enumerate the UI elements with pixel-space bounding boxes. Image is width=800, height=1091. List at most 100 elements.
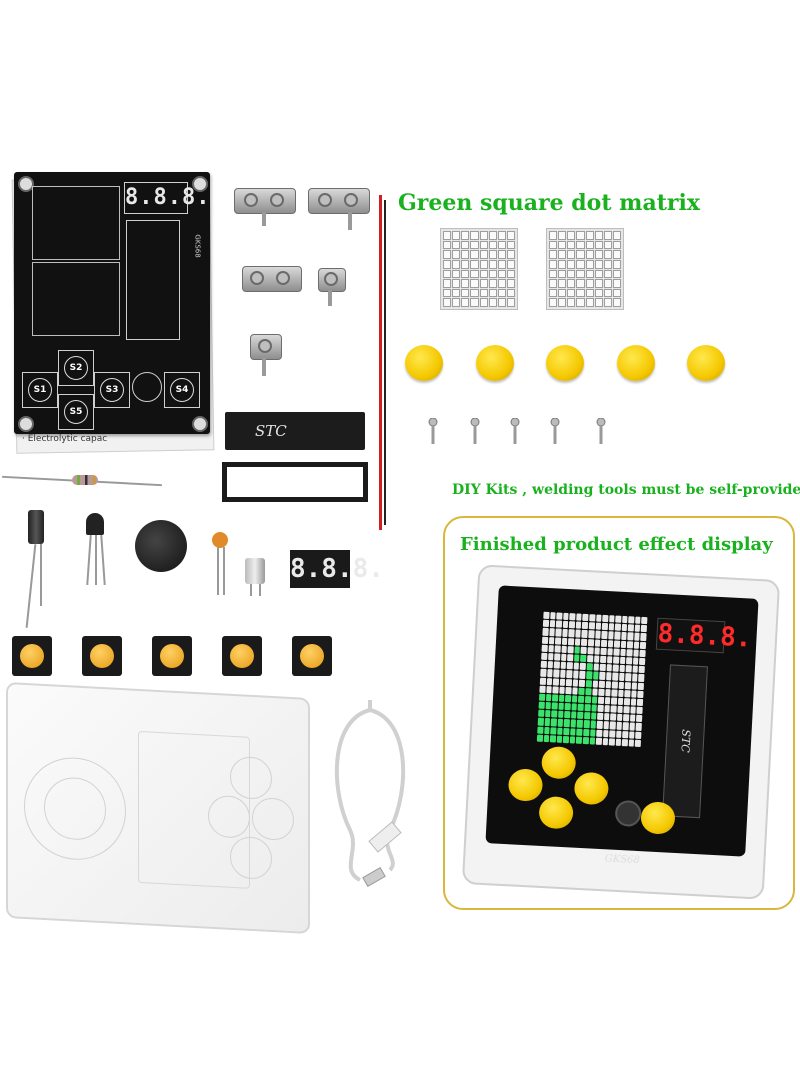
device-matrix-dot xyxy=(579,662,586,671)
device-matrix-dot xyxy=(604,696,611,705)
device-matrix-dot xyxy=(565,694,572,703)
component-lead xyxy=(259,584,261,596)
device-matrix-dot xyxy=(546,669,553,677)
device-matrix-dot xyxy=(630,698,637,706)
acrylic-case xyxy=(6,682,310,934)
device-matrix-dot xyxy=(589,728,596,737)
device-matrix-dot xyxy=(556,735,563,743)
matrix-dot xyxy=(461,288,470,298)
device-matrix-dot xyxy=(573,654,580,662)
device-matrix-dot xyxy=(581,638,588,646)
device-matrix-dot xyxy=(620,648,627,657)
device-matrix-dot xyxy=(606,656,613,664)
tact-switch xyxy=(222,636,262,676)
device-matrix-dot xyxy=(586,655,593,663)
matrix-dot xyxy=(603,298,612,307)
matrix-dot xyxy=(594,288,603,298)
matrix-dot xyxy=(497,288,506,298)
device-matrix-dot xyxy=(544,718,551,726)
yellow-button-cap xyxy=(617,345,655,381)
device-matrix-dot xyxy=(592,671,599,680)
transistor xyxy=(86,513,104,535)
device-matrix-dot xyxy=(560,653,567,662)
battery-clip xyxy=(234,188,296,226)
device-matrix-dot xyxy=(577,711,584,720)
device-matrix-dot xyxy=(562,620,569,629)
mount-hole xyxy=(18,416,34,432)
device-matrix-dot xyxy=(549,612,556,620)
device-matrix-dot xyxy=(548,636,555,645)
dot-matrix-module xyxy=(440,228,518,310)
screw xyxy=(428,418,438,444)
crystal-oscillator xyxy=(245,558,265,584)
device-matrix-dot xyxy=(626,657,633,665)
device-matrix-dot xyxy=(603,721,610,729)
device-matrix-dot xyxy=(560,661,567,670)
device-matrix-dot xyxy=(555,628,562,637)
device-matrix-dot xyxy=(633,649,640,657)
device-matrix-dot xyxy=(539,677,546,685)
device-matrix-dot xyxy=(634,632,641,641)
device-matrix-dot xyxy=(607,631,614,640)
matrix-dot xyxy=(549,288,558,298)
device-matrix-dot xyxy=(629,722,636,731)
device-matrix-dot xyxy=(596,729,603,737)
device-matrix-dot xyxy=(568,637,575,646)
matrix-dot xyxy=(470,288,479,298)
matrix-dot xyxy=(488,288,497,298)
matrix-dot xyxy=(567,231,576,240)
device-matrix-dot xyxy=(562,612,569,621)
device-matrix-dot xyxy=(551,702,558,710)
device-matrix-dot xyxy=(569,613,576,621)
matrix-dot xyxy=(479,288,488,298)
device-matrix-dot xyxy=(637,698,644,707)
device-matrix-dot xyxy=(600,639,607,647)
device-matrix-dot xyxy=(590,704,597,712)
device-matrix-dot xyxy=(628,731,635,739)
device-matrix-dot xyxy=(587,646,594,655)
matrix-dot xyxy=(585,240,594,250)
device-matrix-dot xyxy=(640,641,647,649)
device-matrix-dot xyxy=(580,646,587,654)
matrix-dot xyxy=(558,269,567,279)
device-matrix-dot xyxy=(610,713,617,722)
device-matrix-dot xyxy=(607,639,614,648)
device-matrix-dot xyxy=(595,737,602,745)
matrix-dot xyxy=(558,279,567,288)
device-matrix-dot xyxy=(637,690,644,698)
matrix-dot xyxy=(461,240,470,250)
matrix-dot xyxy=(506,279,515,288)
device-matrix-dot xyxy=(570,711,577,720)
device-matrix-dot xyxy=(566,662,573,670)
device-matrix-dot xyxy=(550,718,557,727)
device-matrix-dot xyxy=(616,722,623,730)
matrix-heading: Green square dot matrix xyxy=(398,190,700,216)
device-matrix-dot xyxy=(579,671,586,679)
matrix-dot xyxy=(576,240,585,250)
mount-hole xyxy=(18,176,34,192)
device-matrix-dot xyxy=(618,681,625,689)
matrix-dot xyxy=(497,231,506,240)
device-matrix-dot xyxy=(594,630,601,639)
device-matrix-dot xyxy=(576,720,583,728)
device-matrix-dot xyxy=(552,677,559,686)
device-matrix-dot xyxy=(641,625,648,633)
device-matrix-dot xyxy=(634,616,641,625)
matrix-dot xyxy=(549,298,558,307)
matrix-dot xyxy=(558,250,567,259)
device-matrix-dot xyxy=(640,633,647,641)
matrix-dot xyxy=(470,231,479,240)
device-matrix-dot xyxy=(589,614,596,622)
device-matrix-dot xyxy=(578,687,585,695)
device-matrix-dot xyxy=(617,705,624,714)
microcontroller-chip: STC xyxy=(225,412,365,450)
matrix-dot xyxy=(549,259,558,269)
device-matrix-dot xyxy=(545,685,552,694)
device-matrix-dot xyxy=(591,688,598,696)
device-seg-display: 8.8.8. xyxy=(655,617,753,654)
matrix-dot xyxy=(576,269,585,279)
device-logo: GKS68 xyxy=(604,853,641,867)
device-matrix-dot xyxy=(593,663,600,672)
device-matrix-dot xyxy=(618,673,625,681)
device-button-down xyxy=(538,795,574,830)
